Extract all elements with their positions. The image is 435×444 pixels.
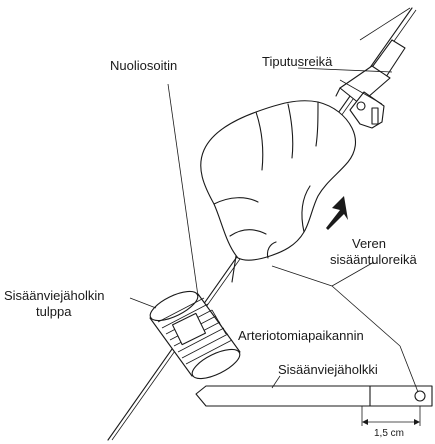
label-arteriotomy-locator: Arteriotomiapaikannin [238, 328, 364, 343]
label-introducer-sheath: Sisäänviejäholkki [278, 362, 378, 377]
sheath-cap-assembly [146, 286, 244, 385]
label-sheath-cap-line1: Sisäänviejäholkin [4, 288, 104, 303]
label-distance: 1,5 cm [374, 428, 404, 439]
label-blood-entry-line2: sisääntuloreikä [330, 252, 417, 267]
label-drip-hole: Tiputusreikä [262, 54, 333, 69]
introducer-sheath [196, 386, 432, 426]
label-sheath-cap-line2: tulppa [36, 304, 72, 319]
push-down-arrow-icon [326, 196, 348, 230]
drip-hole-icon [357, 102, 365, 110]
blood-entry-hole-icon [415, 391, 425, 401]
label-arrow-introducer: Nuoliosoitin [110, 58, 177, 73]
label-blood-entry-line1: Veren [352, 236, 386, 251]
